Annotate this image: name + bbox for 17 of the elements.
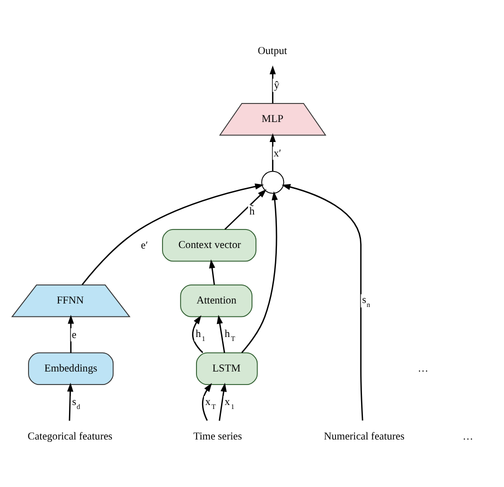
edge-label: h$_{1}$ (196, 328, 206, 343)
edge-label: s$_{n}$ (362, 294, 370, 309)
node-text: Time series (193, 430, 242, 442)
edge-label: h$_{T}$ (224, 328, 236, 343)
node-text: Categorical features (28, 430, 112, 442)
label: … (418, 362, 428, 374)
edge-label: x′ (274, 148, 282, 159)
edge-label: x$_{1}$ (224, 396, 234, 410)
edge-label: ŷ (274, 80, 280, 92)
edge-label: s$_{d}$ (72, 396, 80, 410)
label: … (462, 430, 474, 442)
edge-label: h̃ (249, 206, 255, 218)
node-text: Output (258, 46, 288, 57)
node-text: Numerical features (324, 430, 404, 442)
edge-label: x$_{T}$ (205, 396, 216, 410)
edge-label: e (72, 329, 76, 340)
edge-label: e′ (140, 240, 148, 251)
